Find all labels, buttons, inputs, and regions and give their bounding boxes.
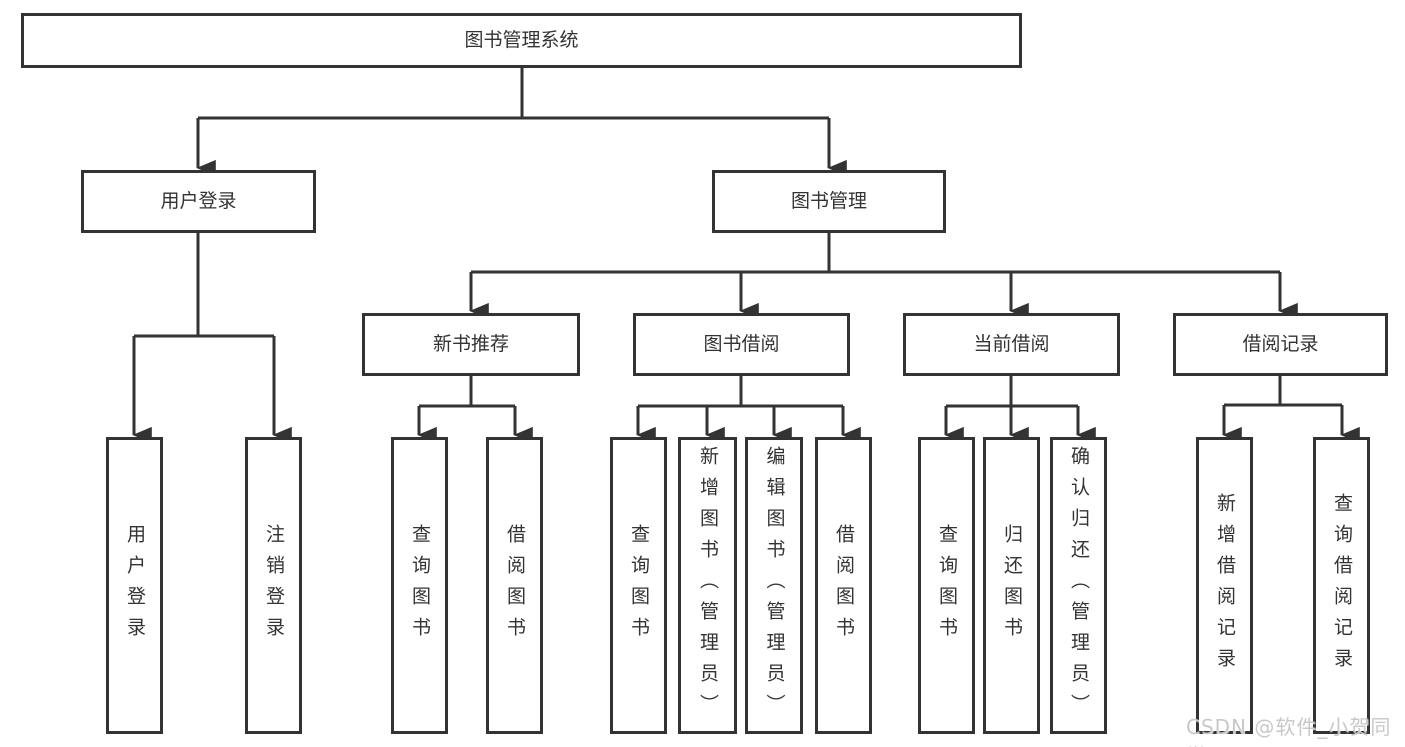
node-borrow-records: 借阅记录 [1173, 313, 1388, 376]
leaf-confirm-return-admin: 确认归还（管理员） [1050, 437, 1107, 734]
node-new-book-recommend: 新书推荐 [362, 313, 580, 376]
node-current-borrow: 当前借阅 [903, 313, 1120, 376]
leaf-return-books: 归还图书 [983, 437, 1040, 734]
leaf-query-books-recommend: 查询图书 [391, 437, 448, 734]
leaf-user-login: 用户登录 [106, 437, 163, 734]
leaf-logout-login: 注销登录 [245, 437, 302, 734]
node-book-borrow: 图书借阅 [633, 313, 850, 376]
node-user-login: 用户登录 [81, 170, 316, 233]
leaf-borrow-books-recommend: 借阅图书 [486, 437, 543, 734]
node-root: 图书管理系统 [21, 13, 1022, 68]
csdn-watermark: CSDN @软件_小贺同学 [1186, 715, 1392, 747]
leaf-add-book-admin: 新增图书（管理员） [678, 437, 737, 734]
leaf-edit-book-admin: 编辑图书（管理员） [745, 437, 803, 734]
leaf-query-books-borrow: 查询图书 [610, 437, 667, 734]
leaf-query-borrow-record: 查询借阅记录 [1313, 437, 1370, 734]
node-book-management: 图书管理 [712, 170, 946, 233]
leaf-query-books-current: 查询图书 [918, 437, 975, 734]
leaf-borrow-books: 借阅图书 [815, 437, 872, 734]
leaf-add-borrow-record: 新增借阅记录 [1196, 437, 1253, 734]
